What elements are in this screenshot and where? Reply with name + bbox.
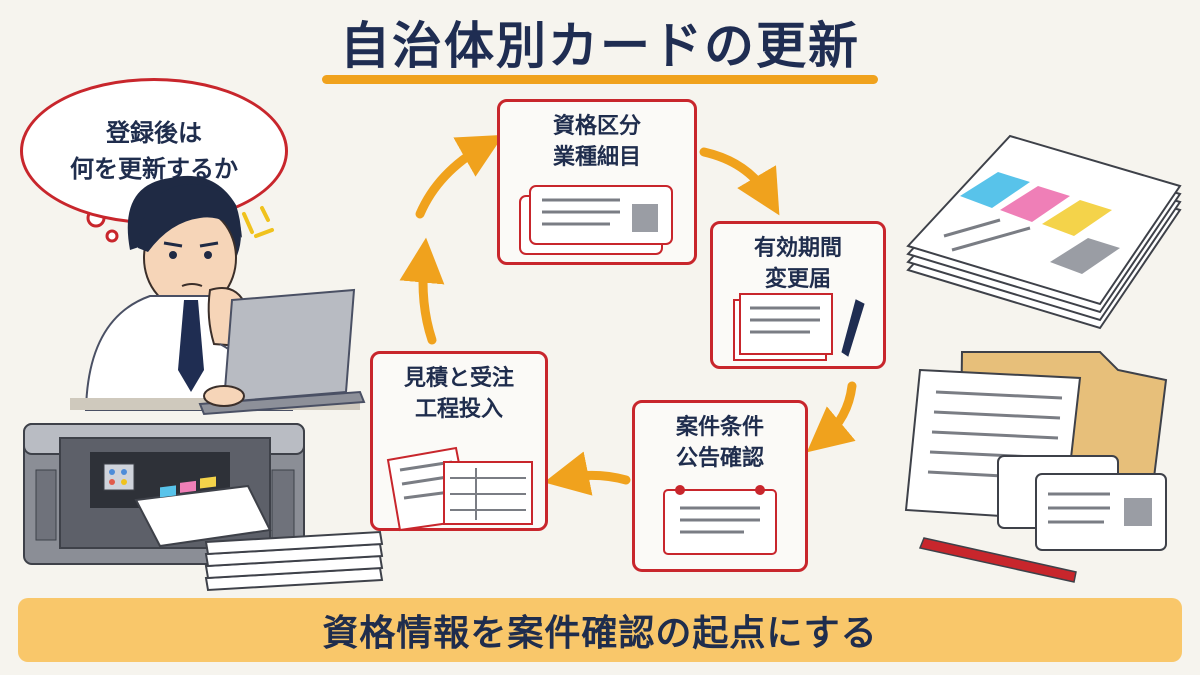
cycle-step-estimate-order-line1: 見積と受注 [403, 366, 514, 391]
arrow-step2-to-step3 [806, 381, 857, 453]
page-title: 自治体別カードの更新 [340, 17, 860, 75]
cycle-step-qualification-line2: 業種細目 [552, 144, 641, 170]
summary-banner: 資格情報を案件確認の起点にする [18, 598, 1182, 662]
arrow-step3-to-step4 [543, 451, 631, 496]
speech-bubble-line1: 登録後は [106, 119, 202, 147]
cycle-step-project-conditions-line2: 公告確認 [675, 445, 764, 471]
cycle-step-project-conditions-line1: 案件条件 [675, 415, 764, 440]
cycle-step-validity-period-line1: 有効期間 [753, 236, 842, 261]
pen-icon [841, 299, 865, 357]
cycle-step-validity-period-line2: 変更届 [764, 266, 831, 292]
arrow-step4-to-up [399, 237, 445, 345]
arrow-up-to-step1 [415, 134, 504, 219]
arrow-step1-to-step2 [699, 147, 780, 216]
speech-bubble-line2: 何を更新するか [70, 155, 238, 183]
red-pen-icon [918, 537, 1077, 583]
cycle-step-qualification-line1: 資格区分 [552, 114, 641, 139]
title-underline [322, 75, 878, 84]
cycle-step-estimate-order-line2: 工程投入 [414, 396, 503, 422]
